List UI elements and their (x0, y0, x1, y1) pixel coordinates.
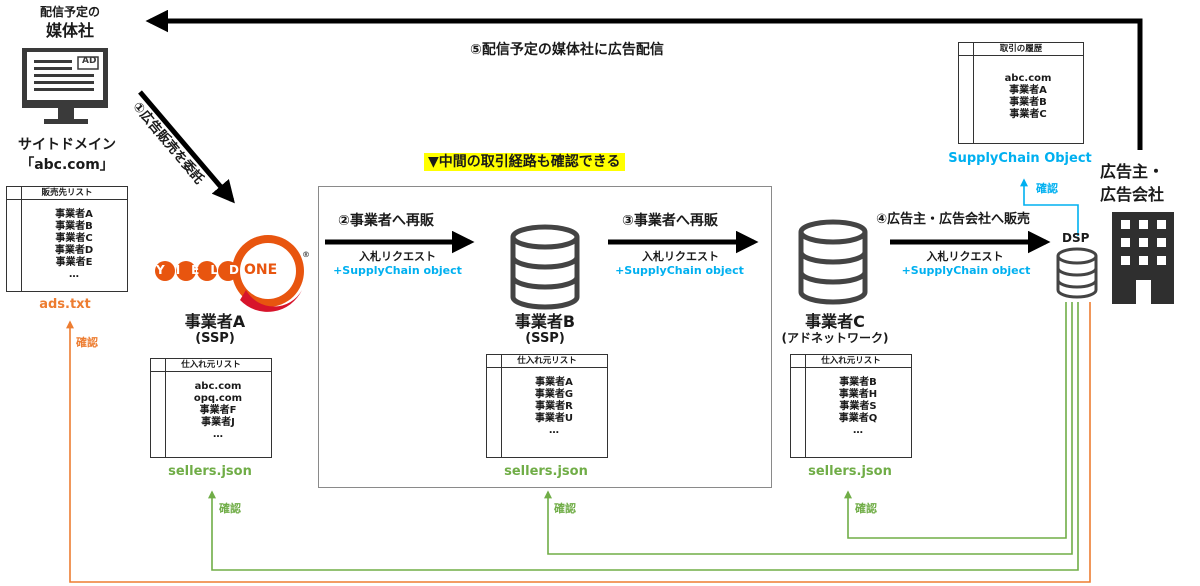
database-icon (510, 224, 580, 310)
list-item: 事業者F (199, 405, 237, 416)
step4-label: ④広告主・広告会社へ販売 (876, 212, 1031, 227)
confirm-line-ads (66, 302, 1091, 583)
yieldone-logo-text-1: YIELD (156, 263, 250, 277)
confirm-line-supplychain (1020, 178, 1079, 236)
step4-supplychain: +SupplyChain object (901, 264, 1031, 277)
building-icon (1112, 212, 1174, 304)
ssp-b-sellers-json: sellers.json (504, 464, 588, 479)
step5-label: ⑤配信予定の媒体社に広告配信 (470, 42, 664, 58)
advertiser-label-1: 広告主・ (1100, 162, 1165, 181)
list-title: 仕入れ元リスト (151, 359, 271, 372)
list-item: 事業者U (534, 413, 574, 424)
step1-arrow (138, 90, 235, 204)
sales-destination-list: 販売先リスト 事業者A 事業者B 事業者C 事業者D 事業者E … (6, 186, 128, 292)
middle-highlight: ▼中間の取引経路も確認できる (424, 152, 625, 171)
confirm-line-c (844, 302, 1067, 539)
adnet-c-role: (アドネットワーク) (781, 331, 889, 345)
history-item: 事業者B (1009, 97, 1047, 108)
ssp-a-role: (SSP) (195, 331, 235, 346)
publisher-top-label-1: 配信予定の (39, 5, 100, 19)
list-item: … (549, 425, 559, 436)
list-title: 仕入れ元リスト (487, 355, 607, 368)
list-item: 事業者B (839, 377, 877, 388)
list-item: 事業者Q (838, 413, 878, 424)
publisher-top-label-2: 媒体社 (45, 21, 94, 40)
yieldone-logo-letters (155, 261, 238, 281)
history-item: abc.com (1004, 73, 1052, 84)
transaction-history: 取引の履歴 abc.com 事業者A 事業者B 事業者C (958, 42, 1084, 144)
list-item: … (213, 429, 223, 440)
step4-bid-request: 入札リクエスト (926, 250, 1004, 263)
list-item: 事業者A (535, 377, 573, 388)
step2-bid-request: 入札リクエスト (359, 250, 436, 263)
step5-arrow (145, 9, 1143, 150)
list-item: … (853, 425, 863, 436)
ssp-b-role: (SSP) (525, 331, 565, 346)
step3-label: ③事業者へ再販 (622, 213, 718, 229)
list-item: 事業者H (838, 389, 878, 400)
ssp-a-name: 事業者A (184, 312, 246, 331)
ssp-b-source-list: 仕入れ元リスト 事業者A 事業者G 事業者R 事業者U … (486, 354, 608, 458)
database-icon (798, 219, 868, 305)
history-item: 事業者C (1009, 109, 1047, 120)
ssp-a-sellers-json: sellers.json (168, 464, 252, 479)
list-item: 事業者D (54, 245, 94, 256)
list-item: 事業者S (839, 401, 877, 412)
yieldone-logo-mark (232, 235, 304, 312)
confirm-label-c: 確認 (855, 502, 877, 515)
dsp-database-icon (1056, 247, 1098, 299)
step3-bid-request: 入札リクエスト (642, 250, 719, 263)
ssp-a-source-list: 仕入れ元リスト abc.com opq.com 事業者F 事業者J … (150, 358, 272, 458)
confirm-label-a: 確認 (219, 502, 241, 515)
confirm-label-supplychain: 確認 (1036, 182, 1058, 195)
confirm-label-b: 確認 (554, 502, 576, 515)
ssp-b-name: 事業者B (514, 312, 576, 331)
adnet-c-name: 事業者C (805, 312, 865, 331)
confirm-line-a (208, 302, 1079, 571)
list-item: 事業者A (55, 209, 93, 220)
middle-highlight-text: ▼中間の取引経路も確認できる (424, 153, 625, 171)
list-title: 販売先リスト (7, 187, 127, 200)
list-item: 事業者G (534, 389, 574, 400)
dsp-label: DSP (1062, 231, 1090, 245)
step3-supplychain: +SupplyChain object (615, 264, 744, 277)
list-item: … (69, 269, 79, 280)
monitor-icon (22, 48, 108, 124)
list-item: abc.com (194, 381, 242, 392)
confirm-label-ads: 確認 (76, 336, 98, 349)
ads-txt-label: ads.txt (39, 297, 91, 312)
list-item: 事業者C (55, 233, 93, 244)
yieldone-logo-registered: ® (302, 250, 310, 259)
step2-label: ②事業者へ再販 (338, 213, 434, 229)
history-title: 取引の履歴 (959, 43, 1083, 56)
list-item: 事業者E (55, 257, 93, 268)
supplychain-object-label: SupplyChain Object (948, 151, 1092, 166)
list-title: 仕入れ元リスト (791, 355, 911, 368)
publisher-domain-label-1: サイトドメイン (18, 137, 116, 153)
list-item: opq.com (193, 393, 243, 404)
advertiser-label-2: 広告会社 (1100, 185, 1165, 204)
adnet-c-source-list: 仕入れ元リスト 事業者B 事業者H 事業者S 事業者Q … (790, 354, 912, 458)
list-item: 事業者B (55, 221, 93, 232)
publisher-domain-label-2: 「abc.com」 (20, 157, 114, 173)
step2-supplychain: +SupplyChain object (333, 264, 462, 277)
history-item: 事業者A (1009, 85, 1047, 96)
screen-badge: AD (82, 56, 97, 66)
intermediate-frame (318, 186, 772, 488)
yieldone-logo-text-2: ONE (244, 262, 278, 278)
list-item: 事業者R (535, 401, 573, 412)
list-item: 事業者J (201, 417, 235, 428)
confirm-line-b (544, 302, 1073, 555)
adnet-c-sellers-json: sellers.json (808, 464, 892, 479)
